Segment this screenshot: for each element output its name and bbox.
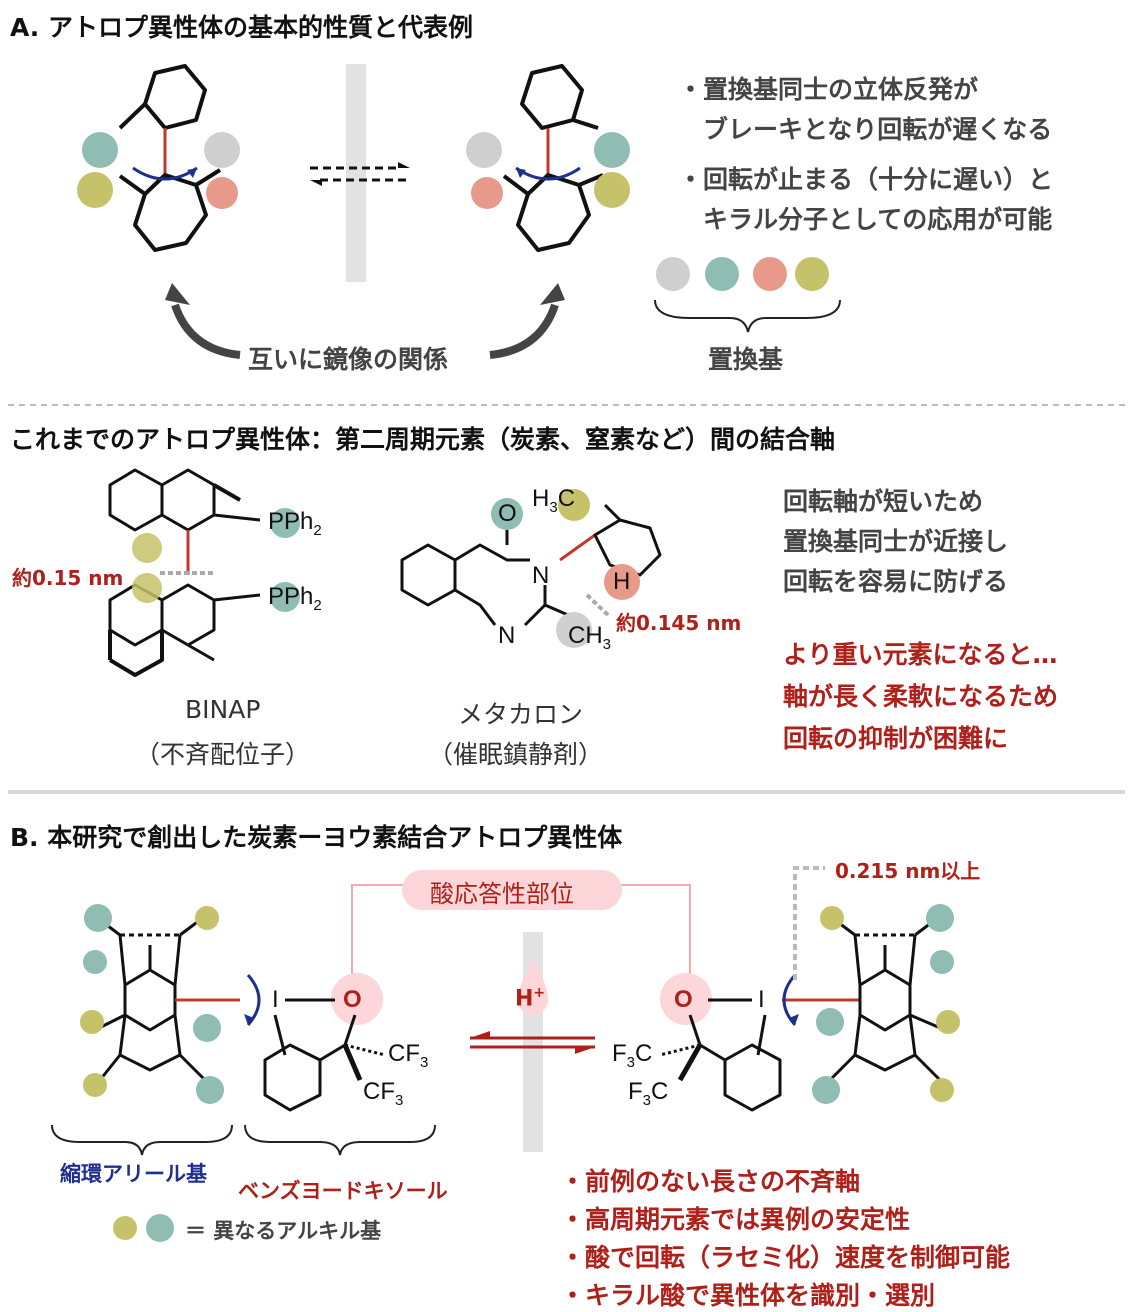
acid-site-box bbox=[402, 870, 622, 910]
legend-ball-grey bbox=[656, 257, 690, 291]
feature-4: ・キラル酸で異性体を識別・選別 bbox=[560, 1281, 936, 1310]
meth-O: O bbox=[498, 500, 517, 527]
section-b-title: B. 本研究で創出した炭素ーヨウ素結合アトロプ異性体 bbox=[10, 823, 623, 852]
ball-grey-left bbox=[204, 132, 240, 168]
fused-aryl-label: 縮環アリール基 bbox=[60, 1162, 207, 1186]
b-left-CF3-a: CF3 bbox=[388, 1040, 429, 1071]
meth-H3C: H3C bbox=[532, 485, 576, 516]
meth-N2: N bbox=[498, 622, 516, 649]
binap-pph2-bottom: PPh2 bbox=[268, 583, 322, 614]
acid-site-frame bbox=[351, 884, 691, 975]
red-line3: 回転の抑制が困難に bbox=[783, 724, 1009, 753]
biaryl-right bbox=[502, 64, 604, 252]
proton-label: H+ bbox=[515, 985, 546, 1012]
b-left-O: O bbox=[343, 986, 362, 1013]
red-line1: より重い元素になると… bbox=[783, 640, 1058, 669]
fused-aryl-left bbox=[94, 918, 240, 1082]
ball-salmon-right bbox=[471, 177, 503, 209]
meth-distance: 約0.145 nm bbox=[616, 611, 742, 635]
note-line1: 回転軸が短いため bbox=[783, 487, 984, 516]
benziodoxole-brace bbox=[244, 1124, 436, 1156]
binap-name: BINAP bbox=[185, 695, 261, 724]
meth-grey bbox=[556, 612, 592, 648]
binap-desc: （不斉配位子） bbox=[135, 740, 311, 769]
bullet-1-line1: ・置換基同士の立体反発が bbox=[678, 75, 979, 104]
meth-N: N bbox=[532, 562, 550, 589]
benziodoxole-left bbox=[263, 998, 386, 1112]
alkyl-legend-olive bbox=[113, 1216, 137, 1240]
binap-teal-top bbox=[270, 508, 300, 538]
meth-olive bbox=[558, 489, 590, 521]
proton-drop bbox=[518, 960, 548, 1015]
benziodoxole-label: ベンズヨードキソール bbox=[238, 1179, 448, 1203]
meth-name: メタカロン bbox=[458, 700, 584, 729]
ball-teal-right bbox=[594, 132, 630, 168]
meth-distance-dash bbox=[585, 593, 610, 617]
meth-salmon bbox=[604, 564, 640, 600]
note-line3: 回転を容易に防げる bbox=[783, 567, 1009, 596]
feature-1: ・前例のない長さの不斉軸 bbox=[560, 1167, 861, 1196]
alkyl-legend: ＝ 異なるアルキル基 bbox=[185, 1219, 382, 1243]
substituent-label: 置換基 bbox=[708, 345, 784, 374]
benziodoxole-right bbox=[659, 998, 860, 1112]
b-right-F3C-a: F3C bbox=[612, 1040, 653, 1071]
meth-desc: （催眠鎮静剤） bbox=[428, 740, 604, 769]
b-right-F3C-b: F3C bbox=[628, 1078, 669, 1109]
ball-olive-right bbox=[594, 172, 630, 208]
bullet-1-line2: ブレーキとなり回転が遅くなる bbox=[703, 115, 1053, 144]
binap-distance: 約0.15 nm bbox=[12, 566, 124, 590]
binap-structure bbox=[108, 468, 261, 677]
o-highlight-left bbox=[331, 973, 383, 1025]
binap-pph2-top: PPh2 bbox=[268, 508, 322, 539]
equilibrium-arrows-a bbox=[310, 166, 410, 182]
b-right-I: I bbox=[758, 986, 765, 1013]
ball-teal-left bbox=[82, 132, 118, 168]
legend-ball-teal bbox=[705, 257, 739, 291]
mirror-label: 互いに鏡像の関係 bbox=[248, 345, 449, 374]
bullet-2-line2: キラル分子としての応用が可能 bbox=[703, 205, 1053, 234]
b-left-CF3-b: CF3 bbox=[363, 1078, 404, 1109]
bullet-2-line1: ・回転が止まる（十分に遅い）と bbox=[678, 165, 1054, 194]
mirror-arrow-right bbox=[489, 303, 559, 359]
b-left-I: I bbox=[272, 986, 279, 1013]
b-right-O: O bbox=[674, 986, 693, 1013]
binap-teal-bottom bbox=[270, 582, 300, 612]
distance-label-b: 0.215 nm以上 bbox=[835, 859, 981, 883]
section-a-title: A. アトロプ異性体の基本的性質と代表例 bbox=[10, 13, 474, 42]
alkyl-legend-teal bbox=[146, 1214, 174, 1242]
ball-grey-right bbox=[466, 132, 502, 168]
meth-H: H bbox=[613, 568, 631, 595]
binap-olive-top bbox=[132, 533, 162, 563]
legend-ball-olive bbox=[795, 257, 829, 291]
meth-CH3: CH3 bbox=[568, 622, 612, 653]
fused-aryl-brace bbox=[51, 1124, 233, 1156]
feature-2: ・高周期元素では異例の安定性 bbox=[560, 1205, 911, 1234]
mirror-plane-a bbox=[346, 64, 366, 282]
feature-3: ・酸で回転（ラセミ化）速度を制御可能 bbox=[560, 1243, 1011, 1272]
binap-olive-bottom bbox=[132, 573, 162, 603]
note-line2: 置換基同士が近接し bbox=[783, 527, 1009, 556]
acid-site-label: 酸応答性部位 bbox=[430, 880, 574, 908]
biaryl-left bbox=[118, 64, 222, 252]
substituent-brace bbox=[654, 299, 841, 333]
o-highlight-right bbox=[660, 973, 712, 1025]
red-line2: 軸が長く柔軟になるため bbox=[783, 682, 1059, 711]
mirror-arrow-left bbox=[171, 303, 241, 359]
section-prev-title: これまでのアトロプ異性体：第二周期元素（炭素、窒素など）間の結合軸 bbox=[10, 425, 836, 454]
meth-teal bbox=[491, 498, 523, 530]
legend-ball-salmon bbox=[753, 257, 787, 291]
ball-salmon-left bbox=[206, 177, 238, 209]
distance-dash-b bbox=[793, 866, 825, 980]
ball-olive-left bbox=[77, 172, 113, 208]
